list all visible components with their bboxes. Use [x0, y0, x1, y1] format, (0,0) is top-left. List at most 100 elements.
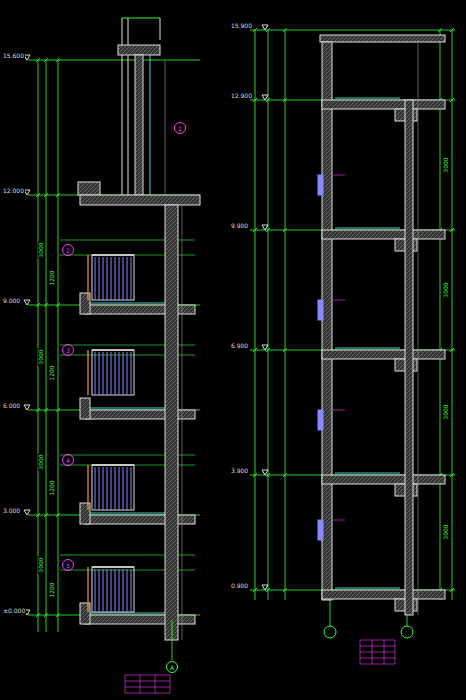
drawing-line: [95, 569, 96, 612]
drawing-line: [450, 228, 454, 232]
level-mark: [262, 585, 268, 590]
drawing-line: [92, 254, 134, 256]
drawing-line: [438, 28, 442, 32]
drawing-line: [131, 257, 132, 300]
drawing-line: [123, 352, 124, 395]
dimension-text: 3000: [443, 523, 449, 540]
drawing-line: [56, 513, 60, 517]
drawing-line: [36, 408, 40, 412]
drawing-line: [125, 681, 170, 682]
drawing-line: [90, 303, 165, 304]
drawing-line: [283, 473, 287, 477]
drawing-line: [172, 620, 173, 660]
bubble-text: 3: [66, 347, 70, 354]
level-label: 12.000: [2, 188, 25, 194]
dimension-text: 3000: [38, 453, 44, 470]
drawing-rect: [80, 195, 200, 205]
drawing-line: [452, 30, 453, 600]
drawing-line: [38, 60, 39, 632]
drawing-line: [360, 664, 395, 665]
drawing-line: [360, 658, 395, 659]
level-mark: [262, 470, 268, 475]
drawing-line: [333, 300, 345, 301]
drawing-line: [372, 640, 373, 664]
drawing-line: [253, 348, 257, 352]
drawing-line: [360, 646, 395, 647]
bubble-text: 5: [66, 562, 70, 569]
drawing-line: [283, 348, 287, 352]
drawing-line: [107, 257, 108, 300]
level-label: 6.000: [2, 403, 21, 409]
drawing-line: [92, 566, 134, 568]
drawing-line: [131, 467, 132, 510]
dimension-text: 3000: [443, 156, 449, 173]
drawing-line: [127, 257, 128, 300]
dimension-text: 3000: [443, 281, 449, 298]
drawing-line: [56, 193, 60, 197]
drawing-line: [283, 98, 287, 102]
drawing-line: [103, 467, 104, 510]
drawing-line: [255, 30, 256, 600]
drawing-line: [125, 693, 170, 694]
drawing-rect: [322, 230, 445, 239]
drawing-line: [99, 257, 100, 300]
drawing-line: [266, 28, 270, 32]
drawing-rect: [80, 398, 90, 419]
drawing-rect: [92, 465, 134, 510]
level-mark: [262, 225, 268, 230]
level-label: 9.900: [230, 223, 249, 229]
drawing-line: [335, 98, 400, 99]
drawing-line: [266, 473, 270, 477]
callout-bubble: 1: [174, 122, 186, 134]
drawing-line: [111, 569, 112, 612]
drawing-line: [44, 58, 48, 62]
drawing-line: [131, 569, 132, 612]
drawing-line: [111, 257, 112, 300]
drawing-line: [44, 613, 48, 617]
drawing-line: [440, 30, 441, 600]
bubble-text: A: [170, 664, 174, 671]
drawing-line: [46, 60, 47, 632]
level-mark: [262, 345, 268, 350]
drawing-line: [127, 467, 128, 510]
drawing-rect: [92, 350, 134, 395]
drawing-line: [111, 467, 112, 510]
level-label: 3.000: [2, 508, 21, 514]
dimension-text: 3000: [38, 348, 44, 365]
drawing-line: [44, 408, 48, 412]
drawing-line: [450, 28, 454, 32]
drawing-line: [99, 569, 100, 612]
drawing-line: [119, 352, 120, 395]
drawing-line: [266, 348, 270, 352]
drawing-rect: [322, 350, 445, 359]
drawing-rect: [322, 100, 445, 109]
drawing-line: [111, 352, 112, 395]
drawing-line: [115, 257, 116, 300]
drawing-line: [119, 257, 120, 300]
drawing-line: [253, 473, 257, 477]
drawing-line: [266, 98, 270, 102]
drawing-line: [90, 408, 165, 409]
drawing-line: [450, 348, 454, 352]
drawing-line: [384, 640, 385, 664]
drawing-rect: [318, 410, 323, 430]
drawing-rect: [92, 567, 134, 612]
drawing-line: [335, 588, 400, 589]
drawing-line: [407, 615, 408, 626]
drawing-line: [360, 640, 361, 664]
drawing-line: [122, 18, 160, 19]
drawing-rect: [165, 205, 178, 640]
drawing-line: [160, 18, 161, 40]
drawing-rect: [320, 35, 445, 42]
drawing-line: [99, 467, 100, 510]
drawing-line: [115, 352, 116, 395]
drawing-line: [107, 569, 108, 612]
level-label: 15.900: [230, 23, 253, 29]
drawing-line: [335, 348, 400, 349]
drawing-line: [36, 513, 40, 517]
drawing-line: [125, 687, 170, 688]
drawing-line: [125, 675, 126, 693]
drawing-line: [56, 408, 60, 412]
drawing-line: [95, 257, 96, 300]
dimension-text: 3000: [443, 403, 449, 420]
